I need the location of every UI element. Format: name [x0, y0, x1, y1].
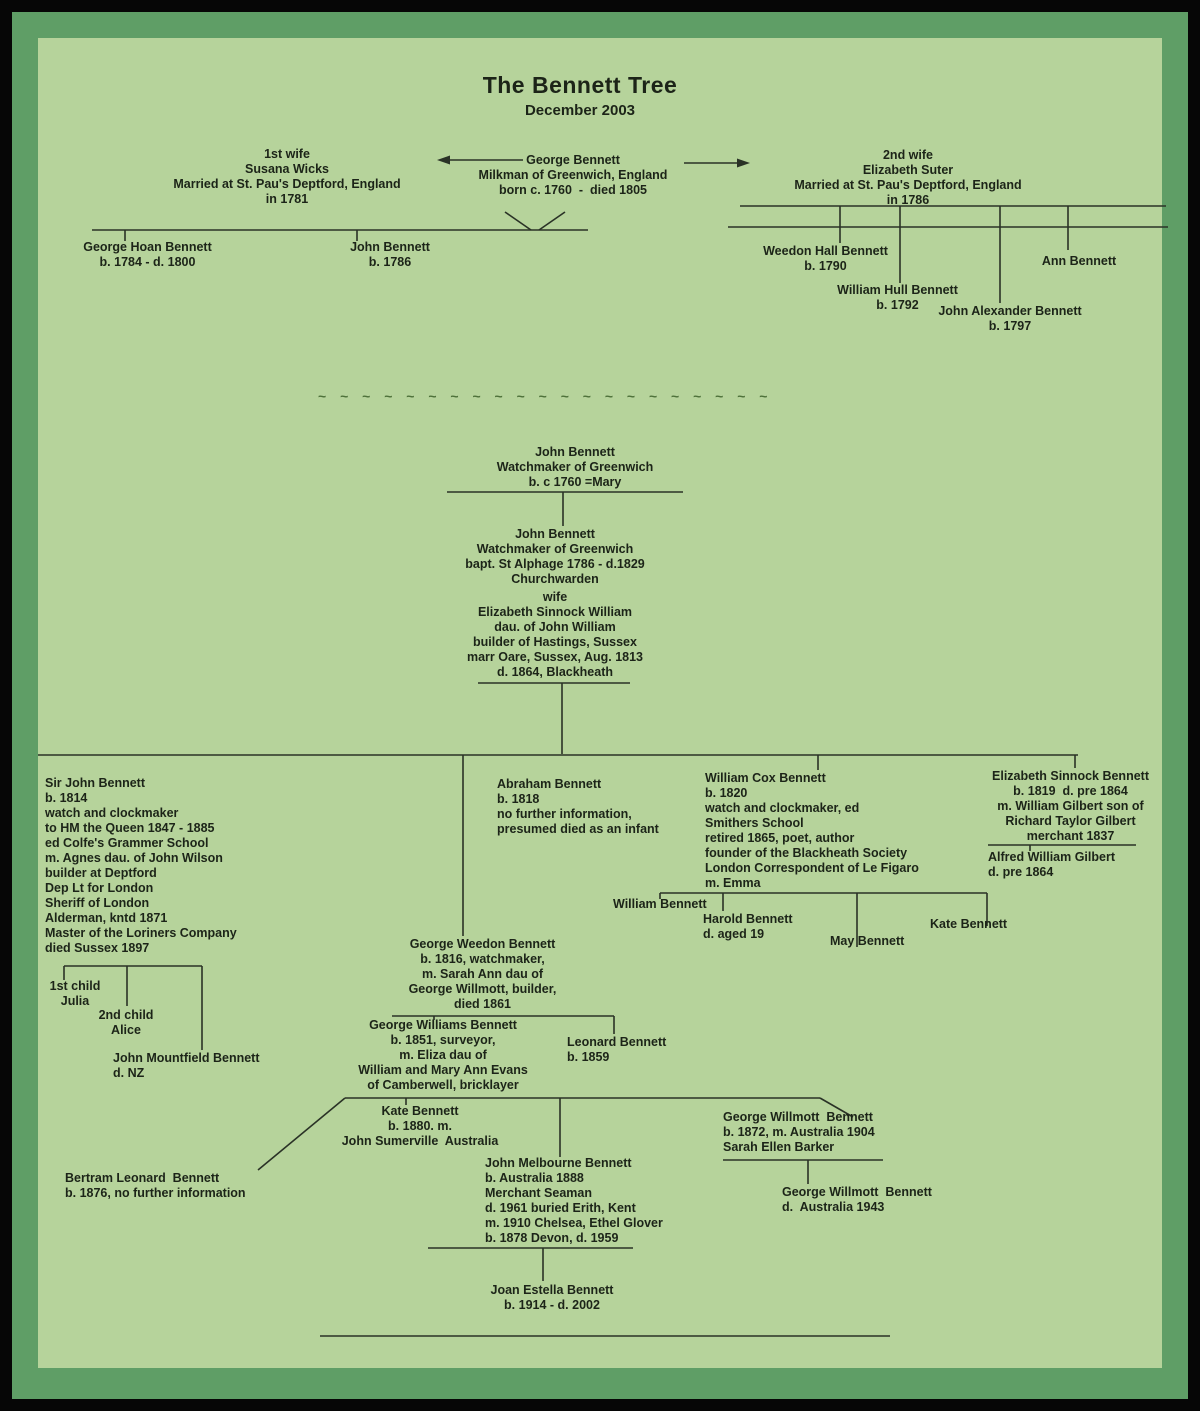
section-separator-tildes: ~ ~ ~ ~ ~ ~ ~ ~ ~ ~ ~ ~ ~ ~ ~ ~ ~ ~ ~ ~ … — [318, 388, 773, 404]
node-ann-bennett: Ann Bennett — [1041, 254, 1117, 268]
arrow-right-head — [737, 158, 750, 168]
page-subtitle: December 2003 — [524, 102, 636, 119]
node-william-bennett: William Bennett — [613, 897, 707, 911]
node-may-bennett: May Bennett — [830, 934, 905, 948]
page-title: The Bennett Tree — [482, 72, 678, 98]
arrow-left-head — [437, 155, 450, 165]
node-kate-bennett: Kate Bennett — [930, 917, 1008, 931]
tree-panel — [38, 38, 1162, 1368]
